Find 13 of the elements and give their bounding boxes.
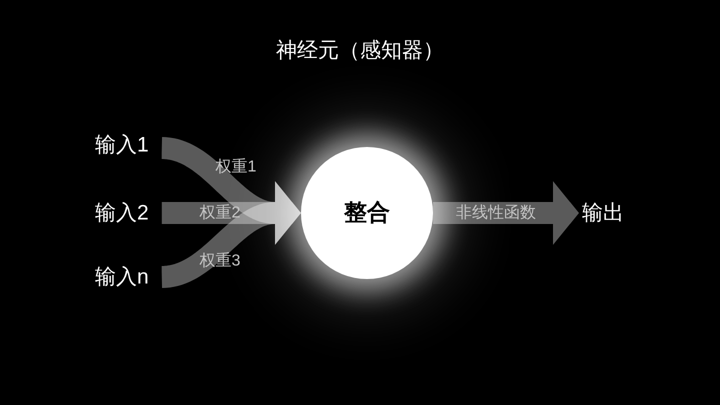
edge-label: 权重1	[216, 157, 256, 177]
edge-label: 非线性函数	[456, 203, 536, 223]
node-text: 整合	[344, 199, 390, 227]
output-label: 输出	[579, 198, 627, 228]
input-label: 输入n	[92, 262, 152, 292]
edge-label: 权重2	[200, 203, 240, 223]
title: 神经元（感知器）	[276, 38, 444, 64]
input-label: 输入2	[92, 198, 152, 228]
input-label: 输入1	[92, 130, 152, 160]
neuron-circle	[301, 147, 433, 279]
arrow	[433, 181, 579, 245]
arrow	[162, 181, 301, 288]
edge-label: 权重3	[200, 251, 240, 271]
